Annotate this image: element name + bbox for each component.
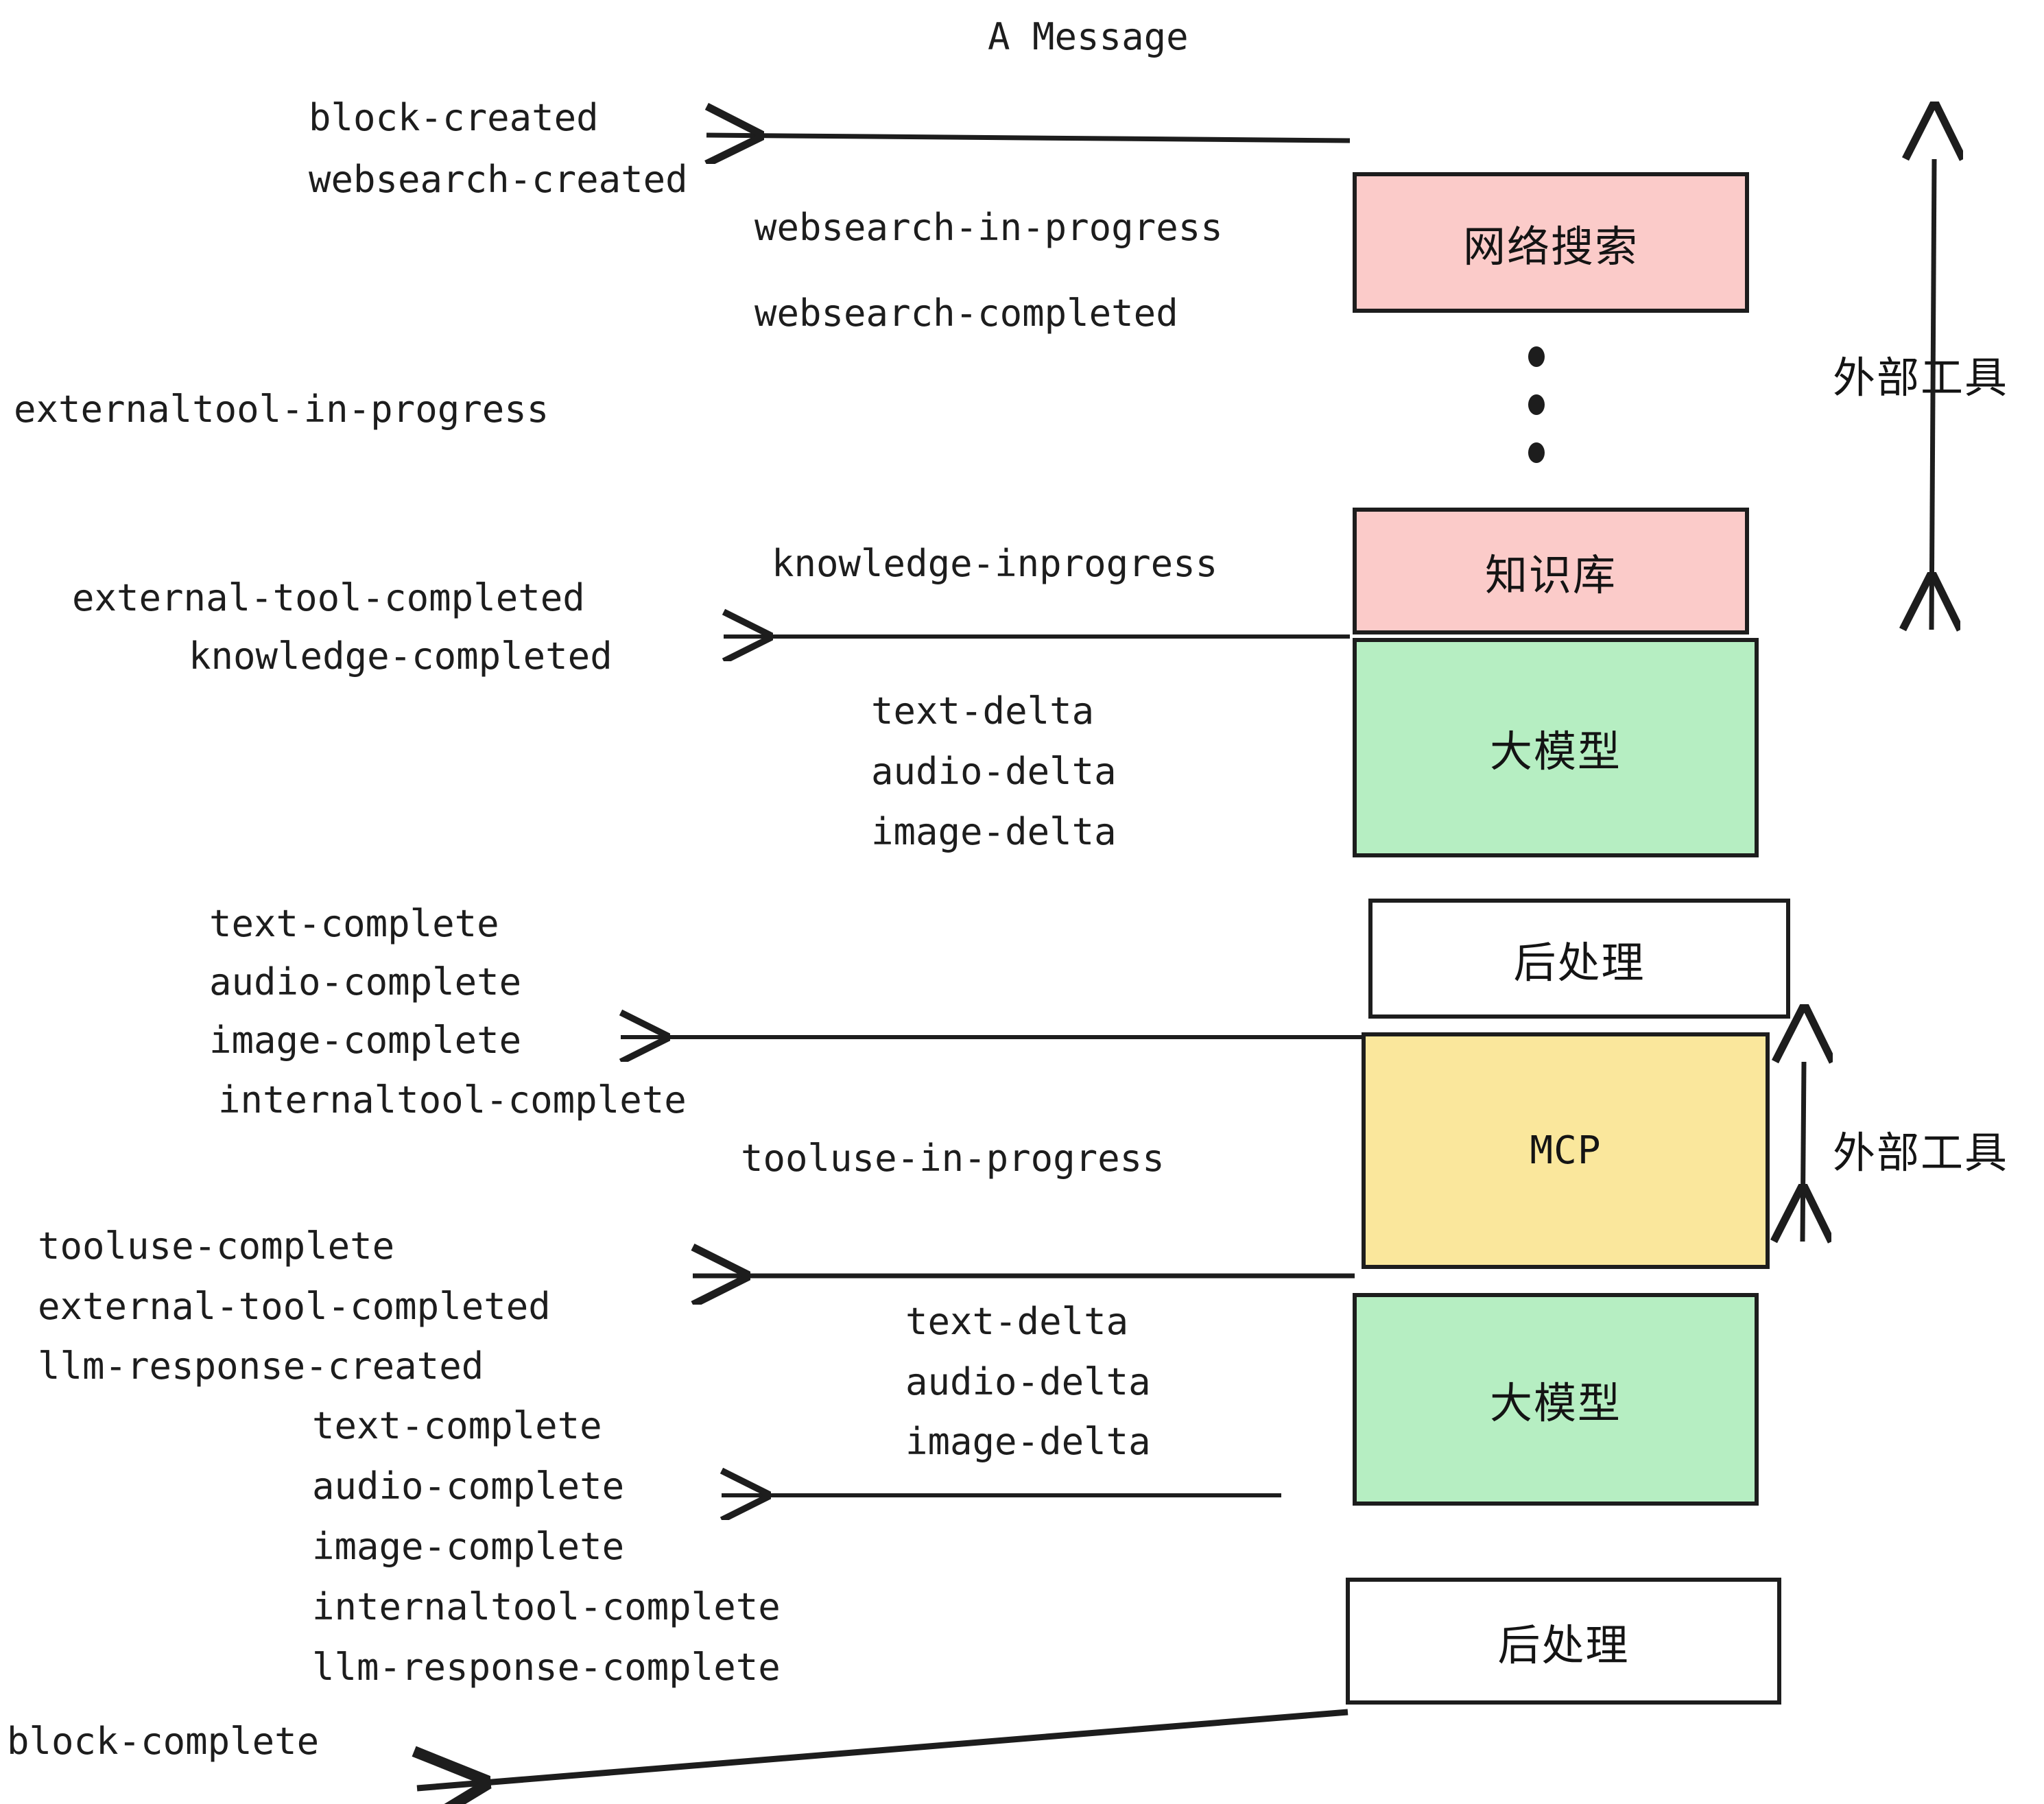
event-label: image-delta	[871, 810, 1117, 853]
arrow-postprocess-to-block-complete	[417, 1709, 1348, 1788]
event-label: tooluse-complete	[38, 1224, 395, 1268]
event-label: block-created	[309, 96, 599, 139]
event-label: text-delta	[905, 1300, 1129, 1343]
component-box-label: 大模型	[1489, 726, 1621, 776]
event-label: audio-delta	[905, 1360, 1151, 1403]
component-box: 后处理	[1346, 1578, 1781, 1705]
event-label: knowledge-completed	[189, 634, 613, 678]
component-box: 网络搜索	[1353, 172, 1749, 313]
event-label: websearch-in-progress	[754, 206, 1223, 249]
event-label: llm-response-complete	[312, 1646, 781, 1689]
component-box-label: 知识库	[1484, 549, 1617, 600]
component-box-label: 网络搜索	[1462, 221, 1639, 272]
component-box: 大模型	[1353, 638, 1759, 857]
event-label: internaltool-complete	[312, 1585, 781, 1628]
event-label: block-complete	[7, 1720, 320, 1763]
event-label: image-delta	[905, 1420, 1151, 1463]
ellipsis-dot-icon	[1528, 394, 1545, 415]
event-label: websearch-completed	[754, 292, 1178, 335]
event-label: internaltool-complete	[218, 1078, 687, 1121]
ellipsis-dot-icon	[1528, 442, 1545, 463]
event-label: external-tool-completed	[72, 576, 585, 619]
event-label: text-complete	[209, 902, 499, 945]
event-label: text-complete	[312, 1404, 602, 1447]
event-label: tooluse-in-progress	[741, 1137, 1165, 1180]
event-label: text-delta	[871, 689, 1095, 733]
component-box: 大模型	[1353, 1293, 1759, 1506]
event-label: image-complete	[209, 1019, 522, 1062]
component-box-label: 后处理	[1513, 937, 1645, 988]
event-label: knowledge-inprogress	[772, 542, 1218, 585]
arrow-websearch-to-block-created	[706, 135, 1351, 141]
event-label: externaltool-in-progress	[14, 388, 549, 431]
component-box: 后处理	[1368, 899, 1790, 1019]
event-label: image-complete	[312, 1525, 625, 1568]
external-tool-side-label: 外部工具	[1833, 1128, 2009, 1178]
component-box-label: 后处理	[1497, 1619, 1630, 1670]
event-label: audio-complete	[209, 960, 522, 1004]
event-label: audio-delta	[871, 750, 1117, 793]
external-tool-side-label: 外部工具	[1833, 353, 2009, 403]
ellipsis-dot-icon	[1528, 346, 1545, 367]
event-label: audio-complete	[312, 1464, 625, 1508]
component-box: 知识库	[1353, 508, 1749, 634]
component-box: MCP	[1362, 1032, 1770, 1269]
event-label: external-tool-completed	[38, 1285, 551, 1328]
component-box-label: MCP	[1530, 1128, 1602, 1173]
event-label: llm-response-created	[38, 1344, 484, 1388]
component-box-label: 大模型	[1489, 1378, 1621, 1428]
page-title: A Message	[988, 15, 1189, 58]
event-label: websearch-created	[309, 158, 688, 201]
arrow-external-tool-bottom	[1803, 1062, 1804, 1242]
